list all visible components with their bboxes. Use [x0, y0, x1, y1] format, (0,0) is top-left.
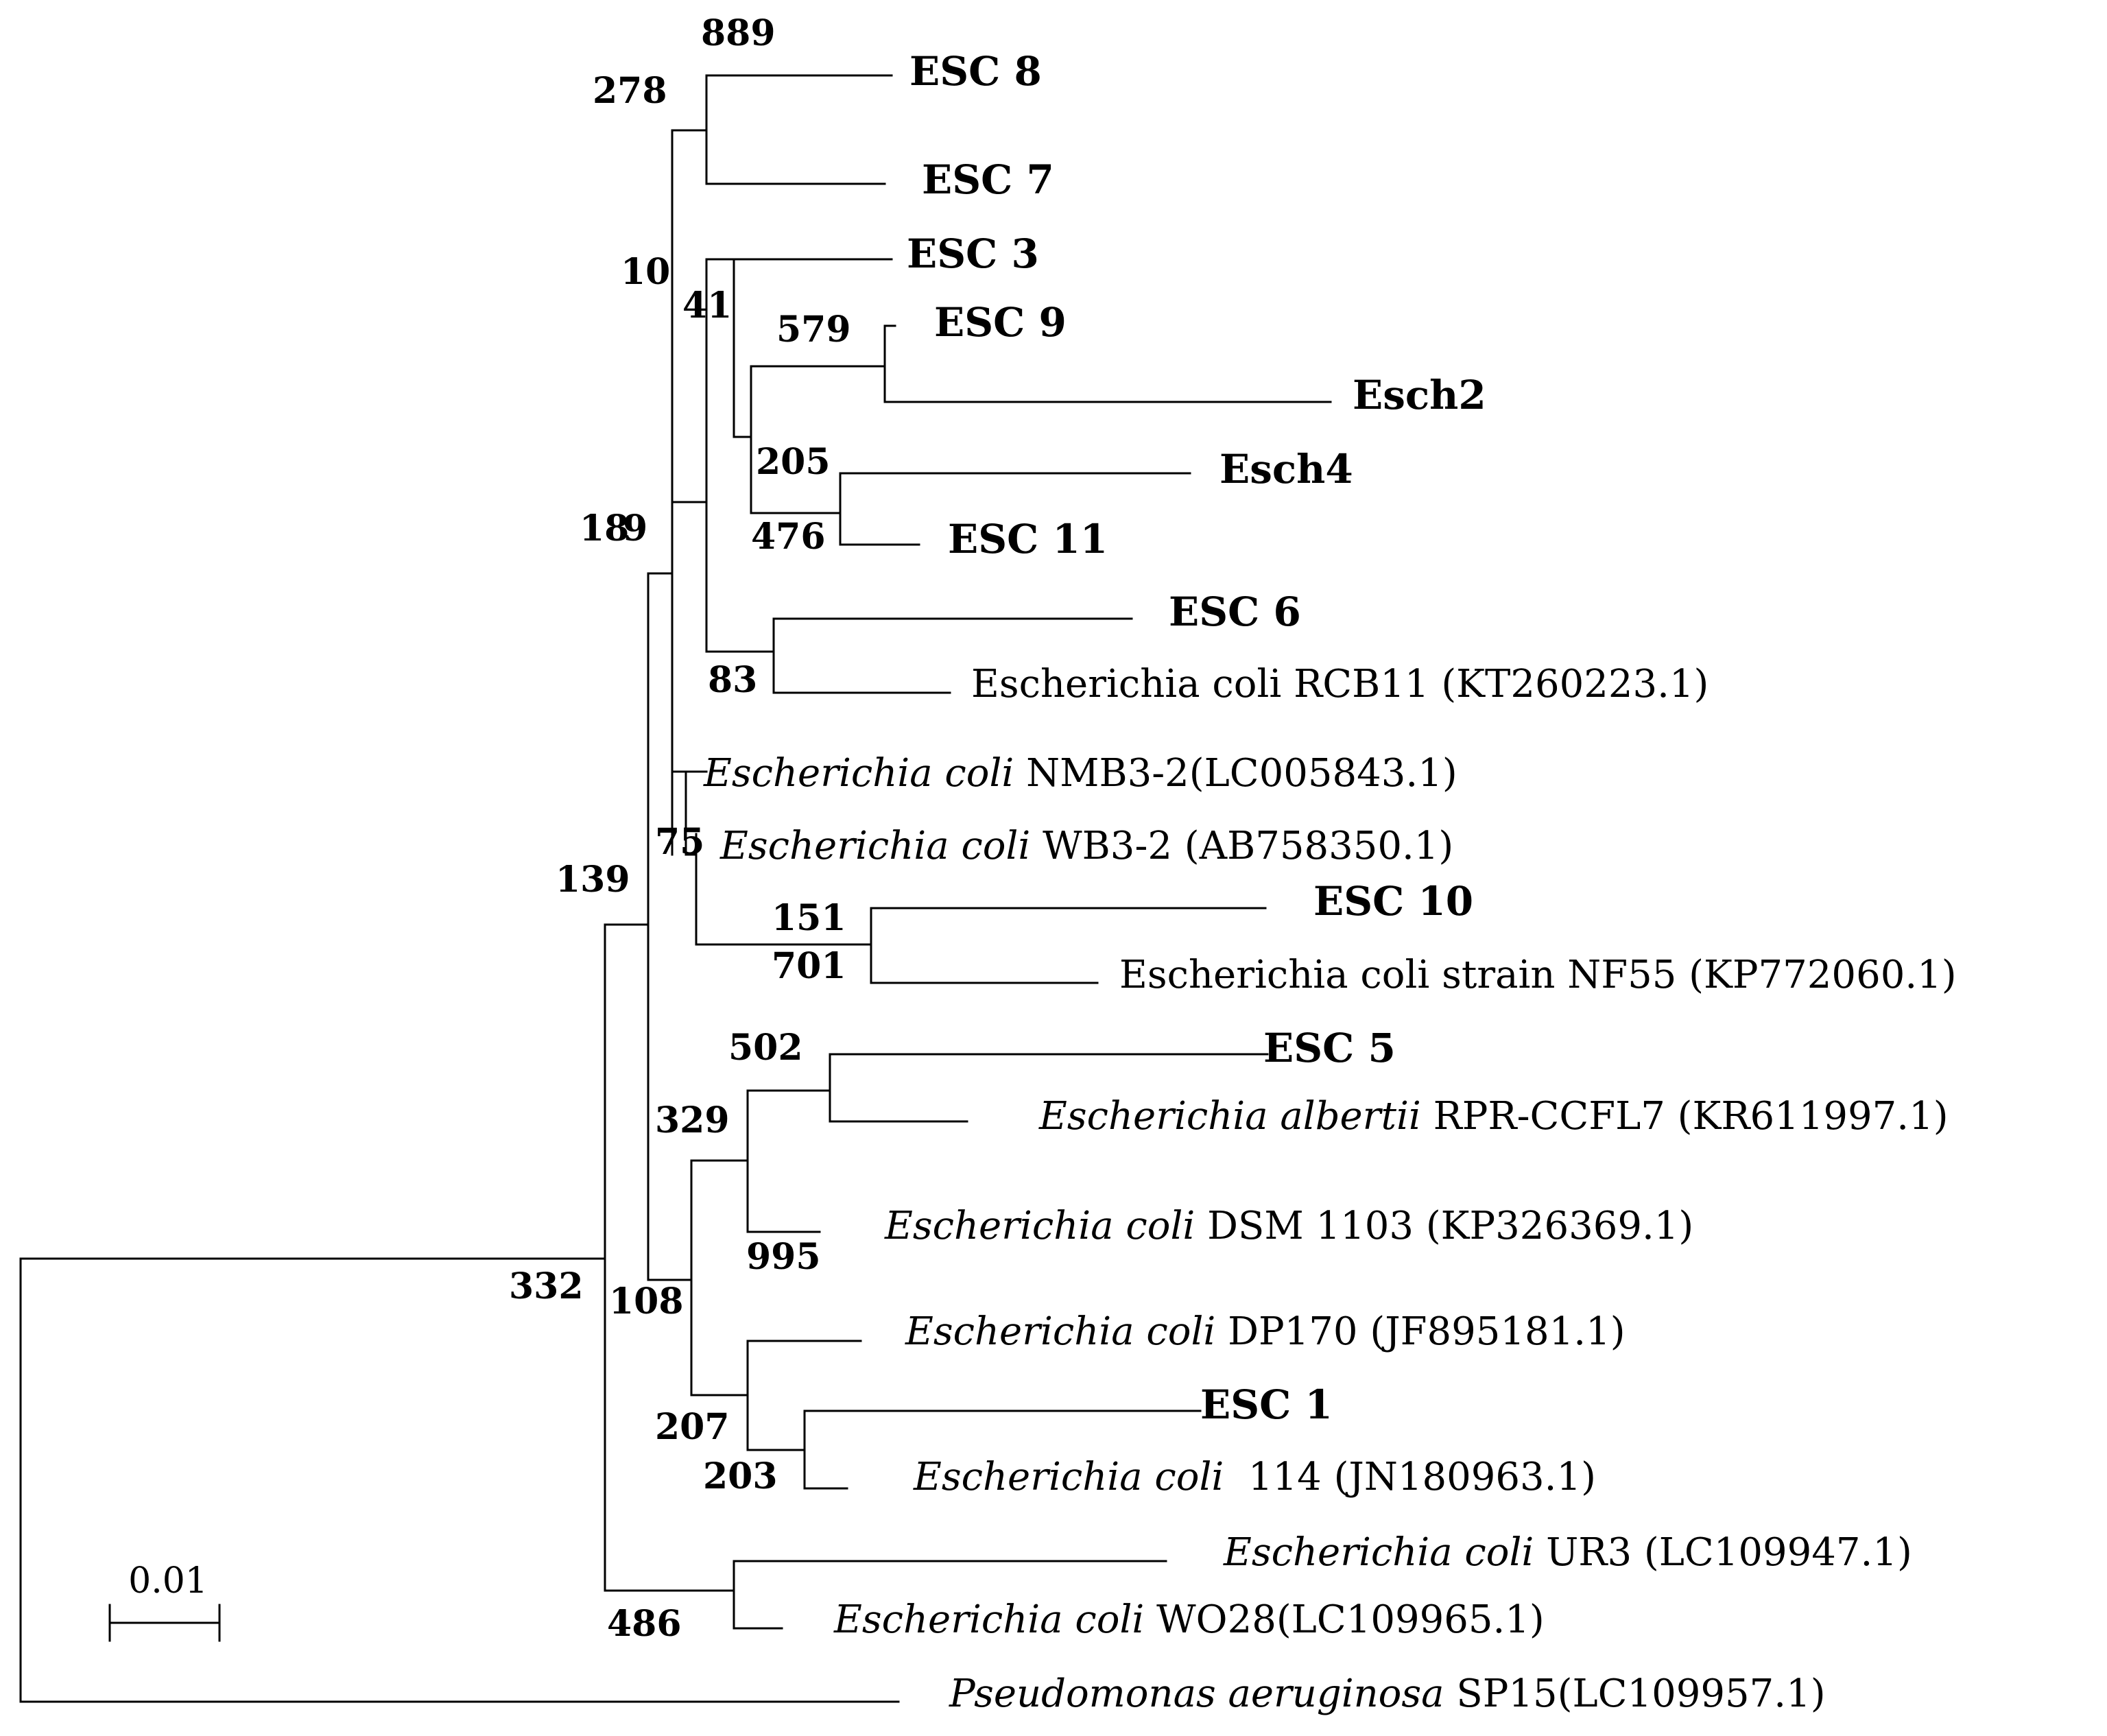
- bootstrap-332: 332: [509, 1265, 584, 1307]
- bootstrap-476: 476: [751, 516, 826, 558]
- branch-75-clade: [671, 770, 872, 946]
- branch-9-clade: [671, 258, 708, 653]
- branch-278-clade: [671, 74, 893, 185]
- bootstrap-278: 278: [593, 70, 667, 112]
- leaf-ecoli-wb3-2: Escherichia coli WB3-2 (AB758350.1): [719, 824, 1453, 868]
- branch-83-clade: [705, 617, 1133, 694]
- scale-bar-line: [108, 1604, 221, 1642]
- leaf-ecoli-nf55: Escherichia coli strain NF55 (KP772060.1…: [1119, 953, 1957, 997]
- leaf-esc-11: ESC 11: [948, 516, 1108, 562]
- leaf-esch2: Esch2: [1353, 372, 1486, 418]
- branch-579-205-clade: [750, 324, 1332, 514]
- bootstrap-579: 579: [776, 309, 851, 350]
- leaf-esc-5: ESC 5: [1263, 1025, 1396, 1071]
- branch-486-clade: [604, 1560, 1167, 1630]
- bootstrap-701: 701: [772, 945, 846, 987]
- bootstrap-207: 207: [655, 1406, 730, 1448]
- leaf-e-albertii: Escherichia albertii RPR-CCFL7 (KR611997…: [1038, 1094, 1949, 1139]
- leaf-esc-6: ESC 6: [1169, 588, 1301, 635]
- bootstrap-9: 9: [623, 508, 647, 549]
- tree-branches: [19, 74, 1332, 1703]
- branch-41-clade: [705, 258, 893, 438]
- branch-476-clade: [750, 472, 1191, 546]
- bootstrap-10: 10: [621, 251, 670, 293]
- branch-root: [19, 1257, 900, 1703]
- bootstrap-75: 75: [655, 821, 704, 863]
- leaf-ecoli-nmb3-2: Escherichia coli NMB3-2(LC005843.1): [703, 751, 1457, 796]
- leaf-ecoli-114: Escherichia coli 114 (JN180963.1): [913, 1455, 1596, 1499]
- leaf-ecoli-dsm1103: Escherichia coli DSM 1103 (KP326369.1): [884, 1204, 1693, 1248]
- leaf-p-aeruginosa: Pseudomonas aeruginosa SP15(LC109957.1): [949, 1672, 1826, 1716]
- bootstrap-83: 83: [708, 659, 757, 701]
- bootstrap-502: 502: [728, 1027, 803, 1069]
- branch-108-stem: [647, 1159, 693, 1396]
- bootstrap-995: 995: [746, 1236, 821, 1278]
- bootstrap-18: 18: [580, 508, 629, 549]
- leaf-esc-7: ESC 7: [922, 156, 1054, 203]
- bootstrap-329: 329: [655, 1099, 730, 1141]
- bootstrap-41: 41: [682, 285, 732, 326]
- leaf-esc-10: ESC 10: [1313, 878, 1473, 925]
- bootstrap-139: 139: [556, 859, 630, 901]
- branch-151-clade: [870, 907, 1267, 984]
- leaf-ecoli-dp170: Escherichia coli DP170 (JF895181.1): [905, 1309, 1626, 1354]
- leaf-ecoli-wo28: Escherichia coli WO28(LC109965.1): [833, 1597, 1545, 1642]
- bootstrap-151: 151: [772, 897, 846, 939]
- leaf-ecoli-rcb11: Escherichia coli RCB11 (KT260223.1): [971, 662, 1709, 706]
- bootstrap-203: 203: [703, 1455, 778, 1497]
- bootstrap-values: 889 278 10 41 579 205 476 18 9 83 75 139…: [509, 12, 851, 1645]
- leaf-esc-3: ESC 3: [907, 230, 1039, 277]
- bootstrap-889: 889: [701, 12, 776, 54]
- leaf-esc-9: ESC 9: [934, 299, 1067, 346]
- branch-329-clade: [690, 1089, 821, 1233]
- bootstrap-205: 205: [756, 441, 831, 483]
- branch-502-clade: [746, 1053, 1269, 1123]
- leaf-labels: ESC 8 ESC 7 ESC 3 ESC 9 Esch2 Esch4 ESC …: [703, 48, 1957, 1716]
- scale-bar-label: 0.01: [128, 1560, 208, 1602]
- bootstrap-486: 486: [607, 1603, 682, 1645]
- branch-203-clade: [803, 1410, 1202, 1490]
- bootstrap-108: 108: [609, 1281, 684, 1322]
- leaf-esc-1: ESC 1: [1200, 1381, 1333, 1428]
- leaf-ecoli-ur3: Escherichia coli UR3 (LC109947.1): [1223, 1530, 1912, 1575]
- branch-207-clade: [690, 1340, 862, 1451]
- leaf-esch4: Esch4: [1219, 446, 1353, 492]
- leaf-esc-8: ESC 8: [909, 48, 1042, 95]
